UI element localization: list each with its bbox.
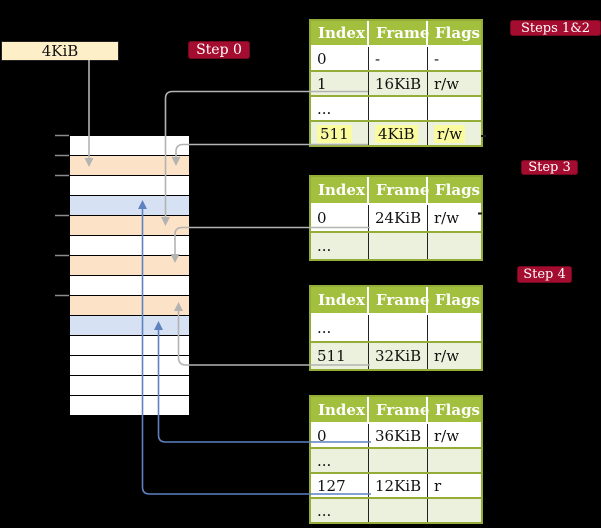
highlighted-value: r/w [434,124,466,143]
cell-index: 0 [311,424,369,447]
page-table-2: Index Frame Flags 0 24KiB r/w ... [309,175,483,261]
cell-frame: 4KiB [369,122,428,145]
page-table-1: Index Frame Flags 0 - - 1 16KiB r/w ... … [309,19,483,147]
cell-flags: r/w [434,74,460,93]
memory-row-mapped [70,195,189,215]
frame-size-label: 4KiB [1,41,119,61]
highlighted-value: 511 [317,124,352,143]
table-row: 0 - - [311,45,481,70]
table-row: ... [311,497,481,522]
steps-1-2-badge: Steps 1&2 [510,20,601,36]
memory-row-table [70,255,189,275]
table-row: 1 16KiB r/w [311,70,481,95]
cell-frame: 32KiB [369,343,428,369]
header-cell-index: Index [311,177,369,203]
page-table-3: Index Frame Flags ... 511 32KiB r/w [309,285,483,371]
memory-row-free [70,175,189,195]
memory-row-table [70,155,189,175]
memory-row-free [70,275,189,295]
cell-frame [369,233,428,259]
cell-index: 0 [311,47,369,70]
memory-row-free [70,375,189,395]
cell-flags: r/w [434,347,460,365]
cell-flags [428,97,481,120]
cell-flags [428,499,481,522]
table-row: ... [311,231,481,259]
page-table-1-header: Index Frame Flags [311,21,481,45]
header-cell-frame: Frame [369,397,429,422]
frame-size-label-text: 4KiB [41,42,79,60]
cell-index: 0 [311,205,369,231]
memory-row-free [70,136,189,155]
cell-frame [369,449,428,472]
header-cell-flags: Flags [435,181,480,199]
cell-index: 511 [311,343,369,369]
memory-row-free [70,395,189,415]
page-table-4-header: Index Frame Flags [311,397,481,422]
cell-index: 127 [311,474,369,497]
memory-row-free [70,235,189,255]
cell-flags: r/w [434,209,460,227]
step-4-badge: Step 4 [517,266,572,283]
cell-index: ... [311,97,369,120]
cell-frame [369,315,428,341]
table-row: ... [311,313,481,341]
header-cell-index: Index [311,287,369,313]
cell-frame [369,499,428,522]
steps-1-2-badge-text: Steps 1&2 [520,20,591,36]
table-row: ... [311,447,481,472]
header-cell-flags: Flags [435,24,480,42]
cell-index: 511 [311,122,369,145]
step-3-badge: Step 3 [521,160,578,175]
cell-flags: r [434,476,442,495]
memory-row-table [70,215,189,235]
memory-column [69,135,190,416]
step-3-badge-text: Step 3 [528,160,571,175]
cell-flags: r/w [428,122,481,145]
table-row: 0 24KiB r/w [311,203,481,231]
cell-frame: 16KiB [369,72,428,95]
table-row-highlighted: 511 4KiB r/w [311,120,481,145]
table-row: 511 32KiB r/w [311,341,481,369]
memory-row-free [70,355,189,375]
cell-flags [428,233,481,259]
cell-index: ... [311,233,369,259]
table-row: ... [311,95,481,120]
header-cell-index: Index [311,21,369,45]
header-cell-frame: Frame [369,21,429,45]
cell-frame: 12KiB [369,474,428,497]
cell-index: ... [311,499,369,522]
cell-frame: - [369,47,428,70]
page-table-4: Index Frame Flags 0 36KiB r/w ... 127 12… [309,395,483,524]
page-table-3-header: Index Frame Flags [311,287,481,313]
cell-flags [428,315,481,341]
step-0-badge: Step 0 [188,41,250,59]
table-row: 0 36KiB r/w [311,422,481,447]
cell-flags: - [434,49,440,68]
table-row: 127 12KiB r [311,472,481,497]
cell-index: ... [311,449,369,472]
header-cell-flags: Flags [435,291,480,309]
header-cell-frame: Frame [369,177,429,203]
step-0-badge-text: Step 0 [196,42,242,58]
cell-flags [428,449,481,472]
cell-index: 1 [311,72,369,95]
highlighted-value: 4KiB [375,124,418,143]
header-cell-flags: Flags [435,400,480,419]
header-cell-frame: Frame [369,287,429,313]
page-table-2-header: Index Frame Flags [311,177,481,203]
memory-row-table [70,295,189,315]
header-cell-index: Index [311,397,369,422]
cell-index: ... [311,315,369,341]
cell-flags: r/w [434,426,460,445]
cell-frame: 36KiB [369,424,428,447]
step-4-badge-text: Step 4 [523,267,566,282]
cell-frame: 24KiB [369,205,428,231]
memory-boundary-ticks [55,134,69,297]
memory-row-mapped [70,315,189,335]
memory-row-free [70,335,189,355]
cell-frame [369,97,428,120]
